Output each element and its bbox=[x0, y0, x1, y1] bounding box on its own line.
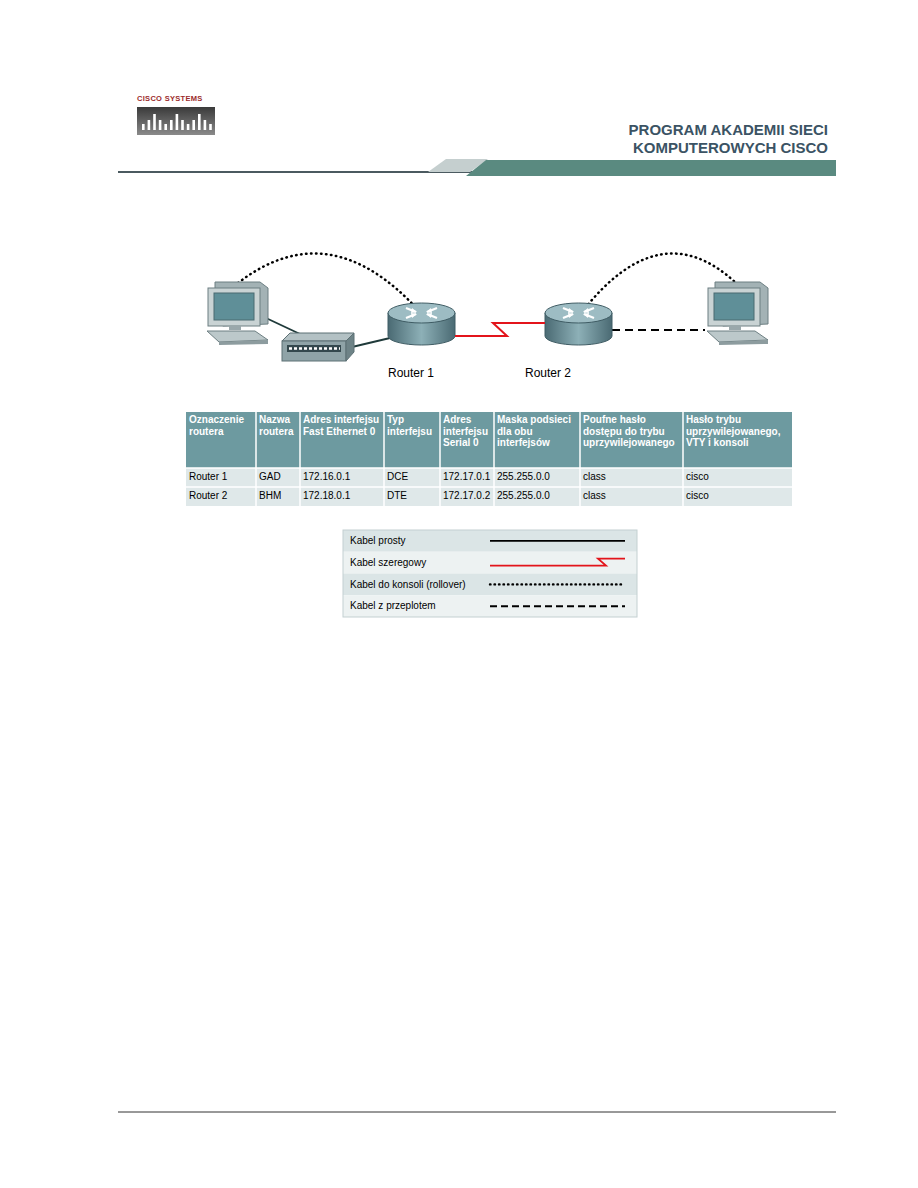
table-background bbox=[383, 412, 385, 506]
legend-frame bbox=[343, 530, 637, 617]
cisco-logo-bars bbox=[176, 114, 179, 130]
legend-text: Kabel do konsoli (rollover) bbox=[350, 579, 466, 591]
table-header-cell: Oznaczenie routera bbox=[189, 414, 254, 437]
table-background bbox=[186, 412, 792, 468]
legend-row bbox=[343, 530, 637, 552]
switch-icon bbox=[287, 345, 341, 352]
footer-rule bbox=[118, 1112, 836, 1113]
switch-icon bbox=[282, 333, 354, 341]
cisco-logo-bars bbox=[187, 124, 190, 130]
table-cell: 172.17.0.1 bbox=[443, 471, 492, 483]
table-background bbox=[255, 412, 257, 506]
legend-row bbox=[343, 552, 637, 574]
table-header-cell: Nazwa routera bbox=[259, 414, 298, 437]
switch-icon bbox=[346, 333, 354, 361]
logo-text: CISCO SYSTEMS bbox=[137, 94, 203, 103]
table-cell: DCE bbox=[387, 471, 438, 483]
table-cell: BHM bbox=[259, 490, 298, 502]
table-cell: cisco bbox=[686, 471, 790, 483]
legend-sample bbox=[490, 605, 625, 607]
router-icon bbox=[545, 303, 612, 345]
cisco-logo-bars bbox=[198, 114, 201, 130]
table-background bbox=[439, 412, 441, 506]
table-cell: 172.18.0.1 bbox=[303, 490, 382, 502]
straight-cable bbox=[352, 338, 390, 347]
router-icon bbox=[388, 303, 612, 345]
table-cell: cisco bbox=[686, 490, 790, 502]
router-node: Router 2 bbox=[545, 302, 612, 348]
legend-sample bbox=[490, 583, 625, 585]
table-background bbox=[682, 412, 684, 506]
cisco-logo-bars bbox=[159, 120, 162, 130]
switch-icon bbox=[282, 341, 346, 361]
cisco-logo-bars bbox=[170, 120, 173, 130]
table-header-cell: Hasło trybu uprzywilejowanego, VTY i kon… bbox=[686, 414, 790, 449]
router-node: Router 1 bbox=[388, 302, 455, 348]
console-cable bbox=[238, 254, 736, 312]
table-background bbox=[186, 486, 792, 488]
router-label: Router 2 bbox=[525, 366, 571, 380]
table-cell: 172.16.0.1 bbox=[303, 471, 382, 483]
legend-text: Kabel szeregowy bbox=[350, 557, 426, 569]
table-background bbox=[579, 412, 581, 506]
header-band bbox=[466, 160, 836, 176]
legend-sample bbox=[490, 540, 625, 542]
header-band bbox=[118, 159, 836, 176]
switch-icon bbox=[289, 347, 340, 350]
pc-icon bbox=[207, 282, 268, 345]
table-cell: Router 1 bbox=[189, 471, 254, 483]
cisco-logo bbox=[137, 107, 215, 135]
cisco-logo-bars bbox=[181, 120, 184, 130]
cisco-logo bbox=[137, 107, 215, 135]
table-background bbox=[299, 412, 301, 506]
footer-rule bbox=[118, 1112, 836, 1113]
table-background bbox=[186, 412, 792, 506]
table-header-cell: Maska podsieci dla obu interfejsów bbox=[497, 414, 578, 449]
crossover-cable bbox=[612, 330, 705, 331]
legend-text: Kabel prosty bbox=[350, 535, 406, 547]
legend-row bbox=[343, 574, 637, 596]
legend-row bbox=[343, 595, 637, 617]
table-background bbox=[493, 412, 495, 506]
table-header-cell: Poufne hasło dostępu do trybu uprzywilej… bbox=[583, 414, 681, 449]
straight-cable bbox=[266, 318, 300, 334]
cisco-logo-bars bbox=[209, 124, 212, 130]
cisco-logo-bars bbox=[164, 124, 167, 130]
table-cell: DTE bbox=[387, 490, 438, 502]
cisco-logo-bars bbox=[192, 120, 195, 130]
page-title: PROGRAM AKADEMII SIECI KOMPUTEROWYCH CIS… bbox=[568, 121, 828, 157]
table-cell: 255.255.0.0 bbox=[497, 490, 578, 502]
cisco-logo-bars bbox=[142, 114, 212, 130]
table-cell: Router 2 bbox=[189, 490, 254, 502]
router-label: Router 1 bbox=[388, 366, 434, 380]
cisco-logo-bars bbox=[204, 120, 207, 130]
cisco-logo-bars bbox=[148, 120, 151, 130]
table-header-cell: Adres interfejsu Fast Ethernet 0 bbox=[303, 414, 382, 437]
pc-icon bbox=[707, 282, 768, 345]
table-cell: 255.255.0.0 bbox=[497, 471, 578, 483]
pc-icon bbox=[207, 282, 768, 345]
serial-link bbox=[455, 323, 545, 336]
table-cell: GAD bbox=[259, 471, 298, 483]
legend-sample bbox=[490, 559, 625, 566]
legend-text: Kabel z przeplotem bbox=[350, 600, 436, 612]
table-cell: class bbox=[583, 471, 681, 483]
table-background bbox=[186, 468, 792, 506]
crossover-cable bbox=[612, 329, 705, 331]
table-header-cell: Typ interfejsu bbox=[387, 414, 438, 437]
table-background bbox=[186, 412, 792, 506]
cisco-logo-bars bbox=[142, 124, 145, 130]
table-cell: 172.17.0.2 bbox=[443, 490, 492, 502]
switch-icon bbox=[282, 333, 354, 361]
table-header-cell: Adres interfejsu Serial 0 bbox=[443, 414, 492, 449]
table-background bbox=[186, 467, 792, 469]
router-icon bbox=[388, 303, 455, 345]
cisco-logo-bars bbox=[153, 114, 156, 130]
table-cell: class bbox=[583, 490, 681, 502]
